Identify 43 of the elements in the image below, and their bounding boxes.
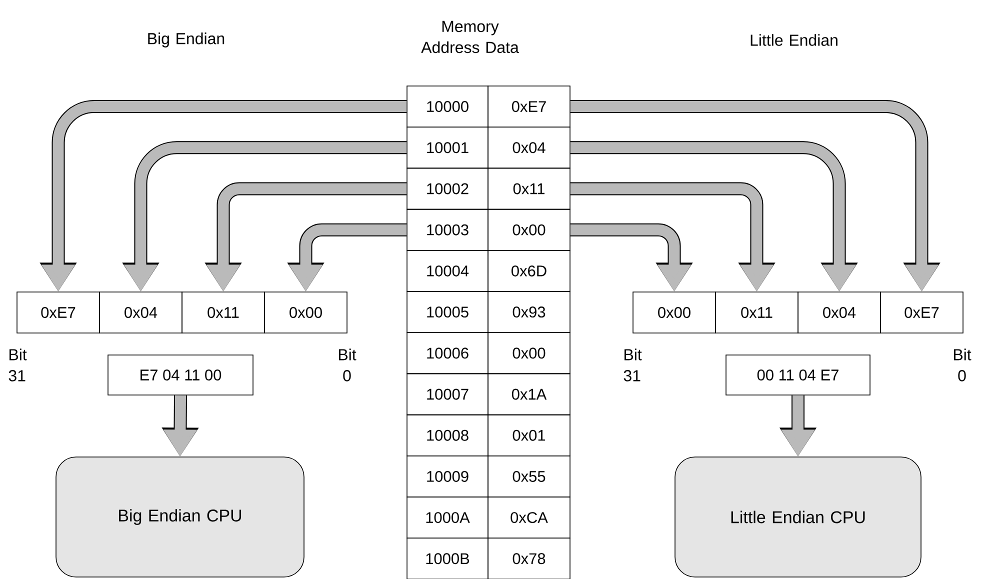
memory-cell: 10008 [406, 414, 488, 456]
hex-value-box: E7 04 11 00 [108, 354, 254, 396]
memory-cell: 0x6D [488, 250, 570, 292]
memory-cell: 10003 [406, 208, 488, 251]
memory-cell: 10009 [406, 456, 488, 498]
cpu-box: Big Endian CPU [56, 456, 304, 578]
register-cell: 0x04 [99, 292, 182, 334]
memory-cell: 0xE7 [488, 86, 570, 128]
bit-label: Bit 31 [8, 348, 27, 382]
register-cell: 0x11 [182, 292, 265, 334]
memory-cell: 10000 [406, 86, 488, 128]
memory-cell: 10005 [406, 291, 488, 333]
memory-cell: 1000A [406, 496, 488, 538]
memory-cell: 10002 [406, 168, 488, 210]
memory-cell: 0x93 [488, 291, 570, 333]
register-cell: 0xE7 [880, 292, 964, 334]
heading: Little Endian [750, 34, 838, 46]
memory-cell: 10004 [406, 250, 488, 292]
heading: Memory Address Data [421, 20, 519, 54]
memory-cell: 0x04 [488, 126, 570, 169]
memory-cell: 0x00 [488, 208, 570, 251]
memory-cell: 0x78 [488, 538, 570, 579]
memory-cell: 0x55 [488, 456, 570, 498]
bit-label: Bit 31 [624, 348, 642, 382]
memory-cell: 10001 [406, 126, 488, 169]
memory-cell: 0xCA [488, 496, 570, 538]
register-cell: 0x00 [264, 292, 348, 334]
memory-cell: 10007 [406, 373, 488, 416]
bit-label: Bit 0 [954, 348, 972, 382]
memory-cell: 1000B [406, 538, 488, 579]
memory-cell: 0x1A [488, 373, 570, 416]
register-cell: 0x11 [715, 292, 798, 334]
register-cell: 0xE7 [16, 292, 100, 334]
register-cell: 0x04 [798, 292, 881, 334]
memory-cell: 0x00 [488, 332, 570, 374]
hex-value-box: 00 11 04 E7 [726, 354, 870, 396]
heading: Big Endian [148, 32, 224, 48]
memory-cell: 0x11 [488, 168, 570, 210]
bit-label: Bit 0 [339, 348, 356, 382]
memory-cell: 0x01 [488, 414, 570, 456]
register-cell: 0x00 [632, 292, 716, 334]
memory-cell: 10006 [406, 332, 488, 374]
cpu-box: Little Endian CPU [674, 456, 922, 578]
